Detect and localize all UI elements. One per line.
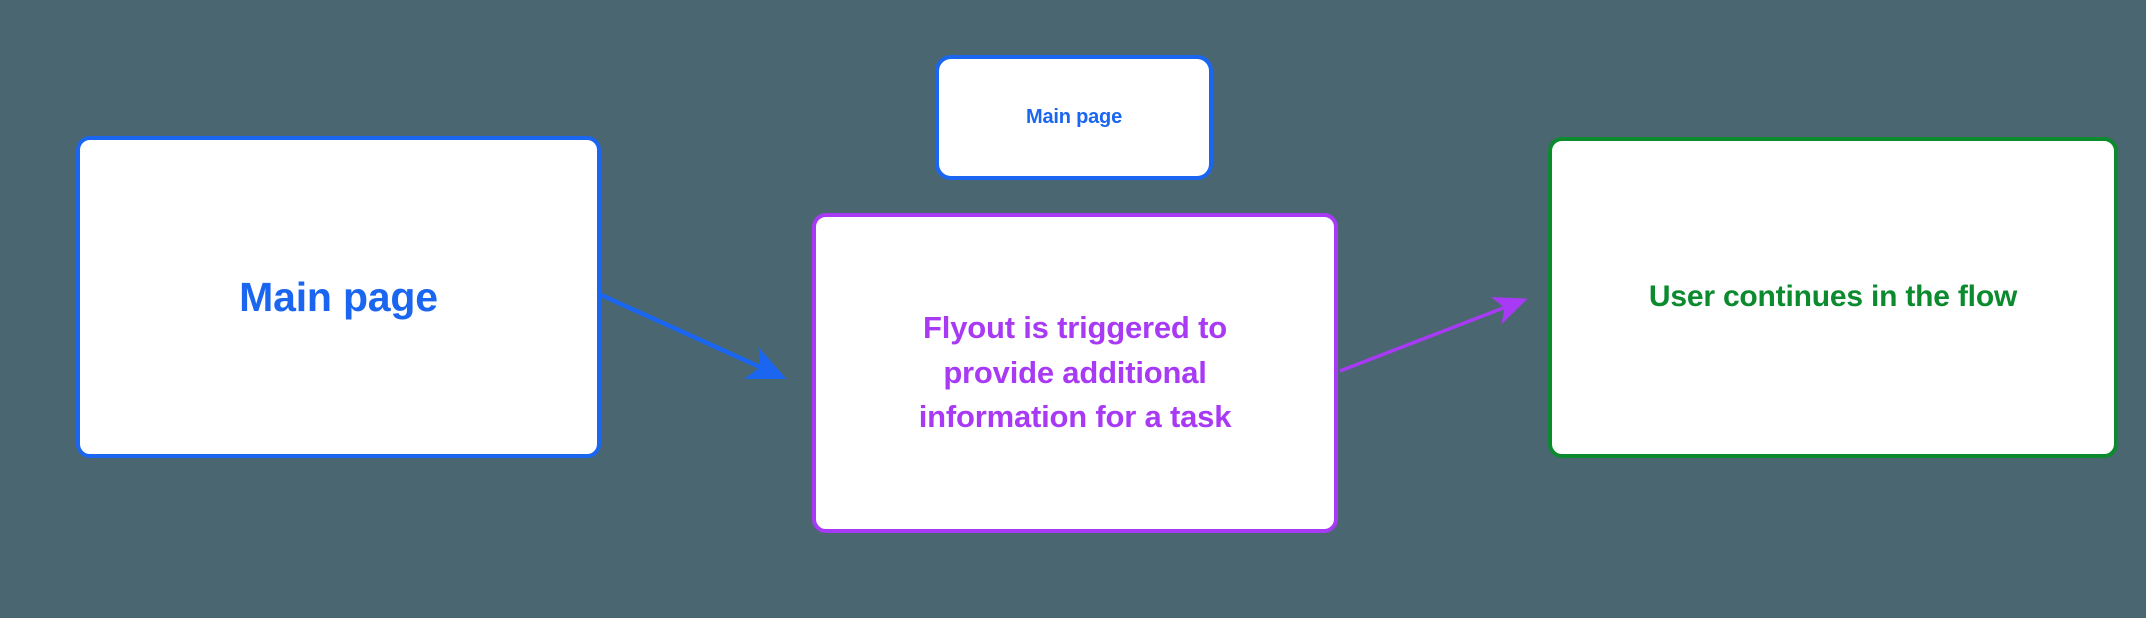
node-main-page-top-label: Main page bbox=[1026, 106, 1122, 129]
node-user-continues[interactable]: User continues in the flow bbox=[1548, 137, 2118, 458]
node-user-continues-label: User continues in the flow bbox=[1648, 280, 2018, 314]
node-main-page-left[interactable]: Main page bbox=[76, 136, 601, 458]
node-main-page-left-label: Main page bbox=[239, 273, 438, 320]
node-main-page-top[interactable]: Main page bbox=[935, 55, 1213, 180]
node-flyout-label: Flyout is triggered to provide additiona… bbox=[918, 309, 1232, 435]
node-flyout[interactable]: Flyout is triggered to provide additiona… bbox=[812, 213, 1338, 533]
edge-main-page-to-flyout bbox=[600, 292, 787, 380]
edge-flyout-to-user-continues bbox=[1339, 296, 1528, 373]
